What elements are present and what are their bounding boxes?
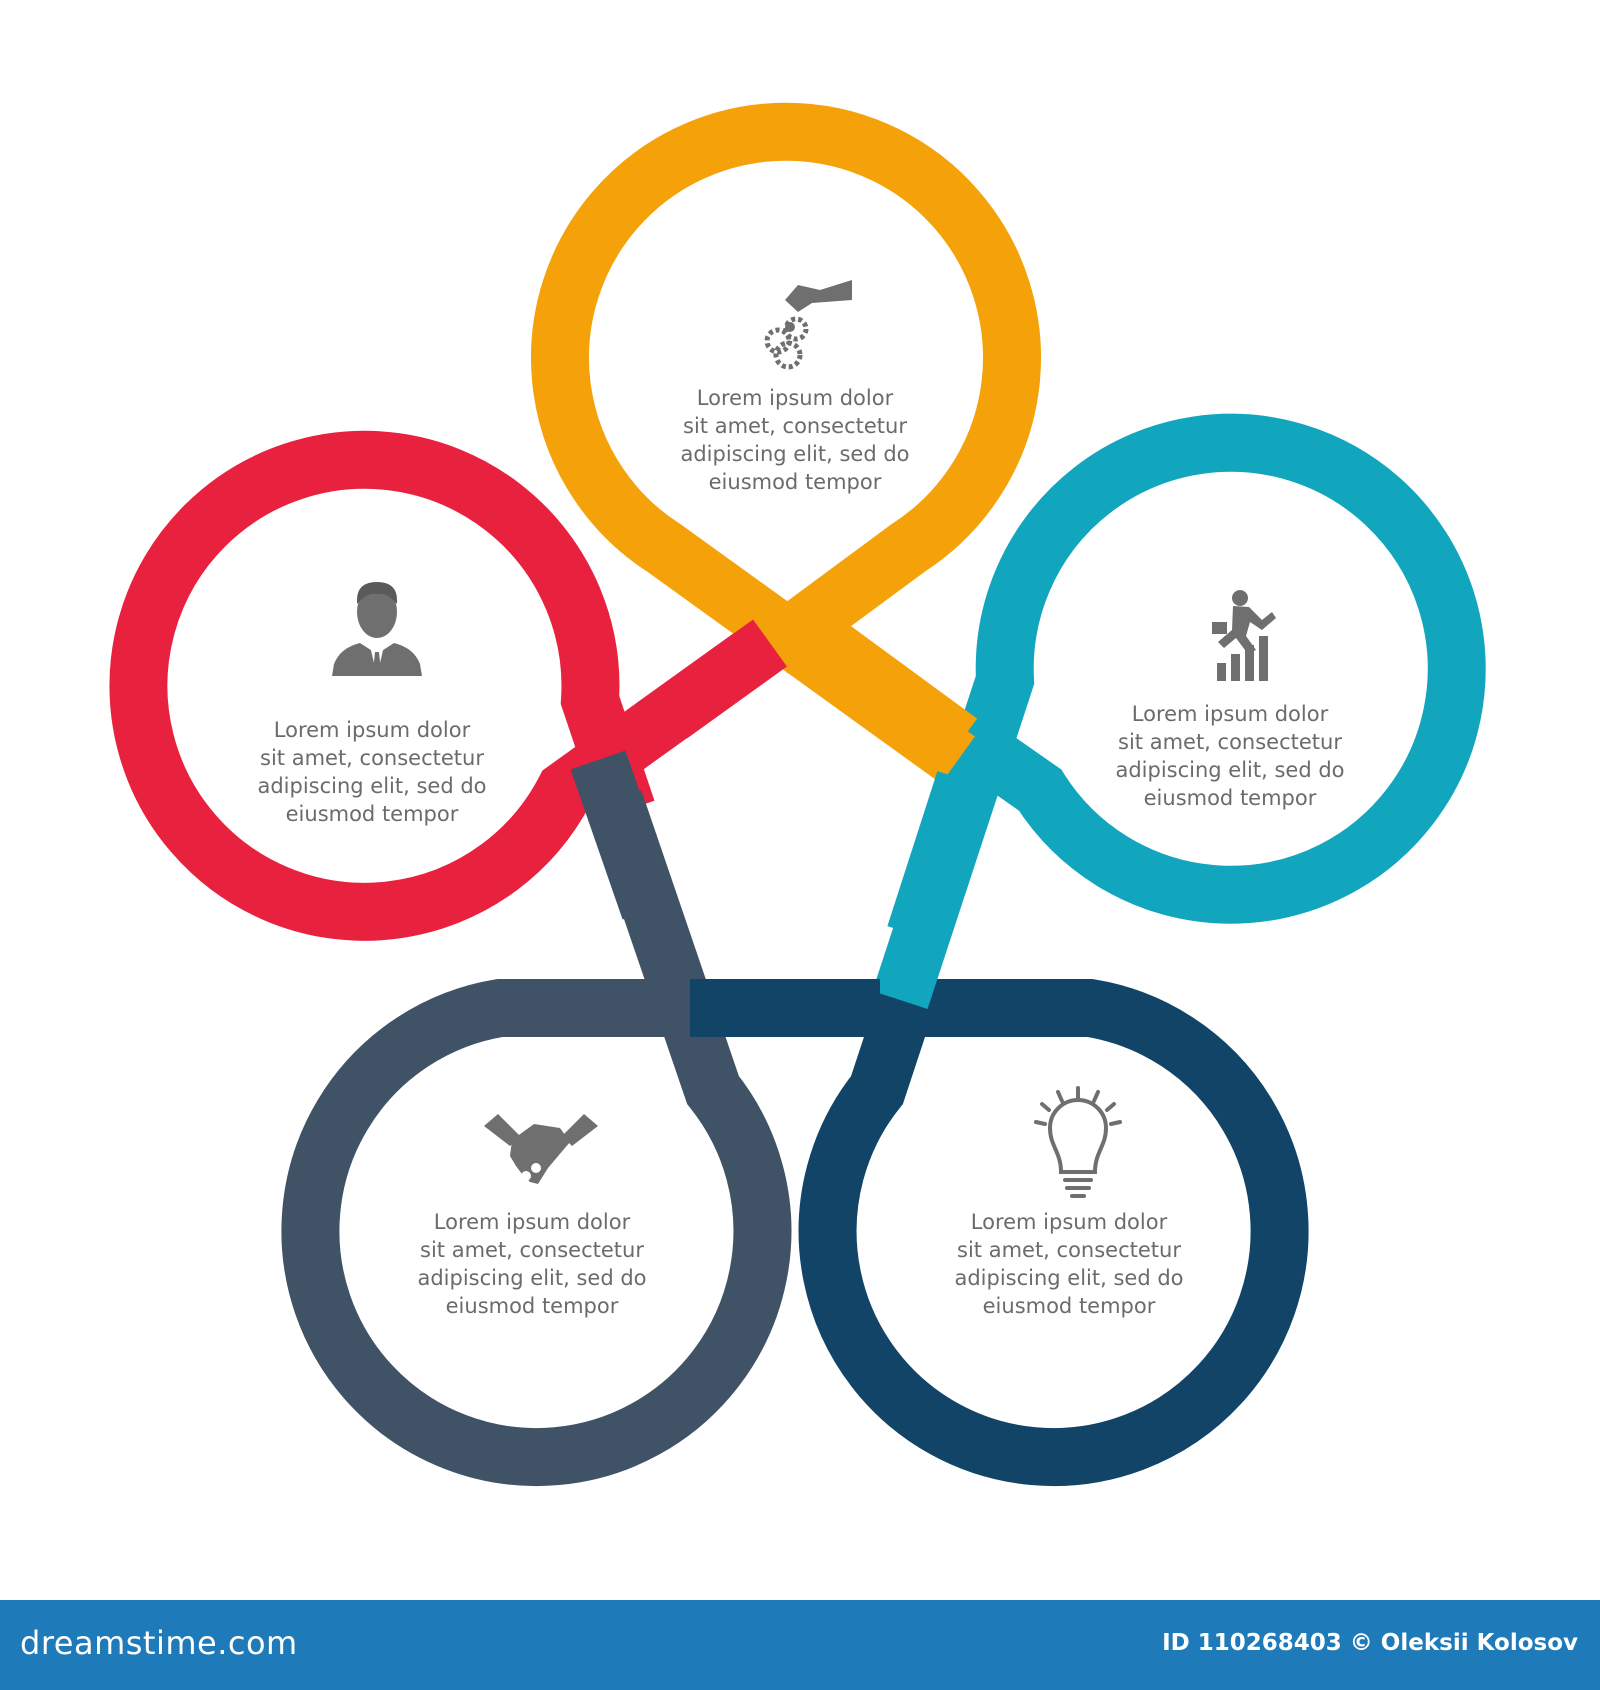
petal-left-line-2: sit amet, consectetur (260, 746, 484, 770)
petal-top-text: Lorem ipsum dolor sit amet, consectetur … (665, 384, 925, 496)
petal-bottom-right-line-2: sit amet, consectetur (957, 1238, 1181, 1262)
petal-bottom-left-line-2: sit amet, consectetur (420, 1238, 644, 1262)
petal-bottom-right-line-3: adipiscing elit, sed do (954, 1266, 1184, 1290)
career-growth-icon (1212, 590, 1276, 681)
weave-orange-over (792, 608, 978, 766)
businessman-icon (332, 582, 422, 676)
petal-right-text: Lorem ipsum dolor sit amet, consectetur … (1100, 700, 1360, 812)
petal-left-line-4: eiusmod tempor (285, 802, 459, 826)
petal-right-line-2: sit amet, consectetur (1118, 730, 1342, 754)
five-petal-loop-diagram (109, 102, 1486, 1487)
petal-right-line-4: eiusmod tempor (1143, 786, 1317, 810)
petal-bottom-left-line-1: Lorem ipsum dolor (433, 1210, 631, 1234)
petal-top-line-4: eiusmod tempor (708, 470, 882, 494)
petal-bottom-left-line-3: adipiscing elit, sed do (417, 1266, 647, 1290)
petal-bottom-right-line-4: eiusmod tempor (982, 1294, 1156, 1318)
lightbulb-icon (1034, 1086, 1122, 1198)
petal-bottom-right-text: Lorem ipsum dolor sit amet, consectetur … (939, 1208, 1199, 1320)
petal-bottom-right-line-1: Lorem ipsum dolor (970, 1210, 1168, 1234)
petal-left-line-3: adipiscing elit, sed do (257, 774, 487, 798)
petal-top-line-3: adipiscing elit, sed do (680, 442, 910, 466)
petal-right-loop (872, 413, 1486, 1010)
petal-bottom-right-loop (690, 979, 1309, 1487)
petal-bottom-left-loop (281, 790, 792, 1487)
petal-left-text: Lorem ipsum dolor sit amet, consectetur … (242, 716, 502, 828)
handshake-icon (484, 1114, 598, 1184)
weave-slate-over (570, 750, 678, 920)
footer-brand: dreamstime.com (20, 1624, 298, 1662)
footer-credit: ID 110268403 © Oleksii Kolosov (1162, 1630, 1578, 1656)
petal-bottom-left-line-4: eiusmod tempor (445, 1294, 619, 1318)
weave-red-over (653, 619, 787, 739)
petal-right-line-1: Lorem ipsum dolor (1131, 702, 1329, 726)
petal-top-loop (531, 102, 1041, 784)
petal-right-line-3: adipiscing elit, sed do (1115, 758, 1345, 782)
petal-top-line-1: Lorem ipsum dolor (696, 386, 894, 410)
petal-left-loop (109, 430, 777, 941)
footer-bar: dreamstime.com ID 110268403 © Oleksii Ko… (0, 1600, 1600, 1690)
petal-left-line-1: Lorem ipsum dolor (273, 718, 471, 742)
hand-gears-icon (764, 280, 852, 370)
weave-teal-over (887, 771, 993, 944)
petal-top-line-2: sit amet, consectetur (683, 414, 907, 438)
petal-bottom-left-text: Lorem ipsum dolor sit amet, consectetur … (402, 1208, 662, 1320)
